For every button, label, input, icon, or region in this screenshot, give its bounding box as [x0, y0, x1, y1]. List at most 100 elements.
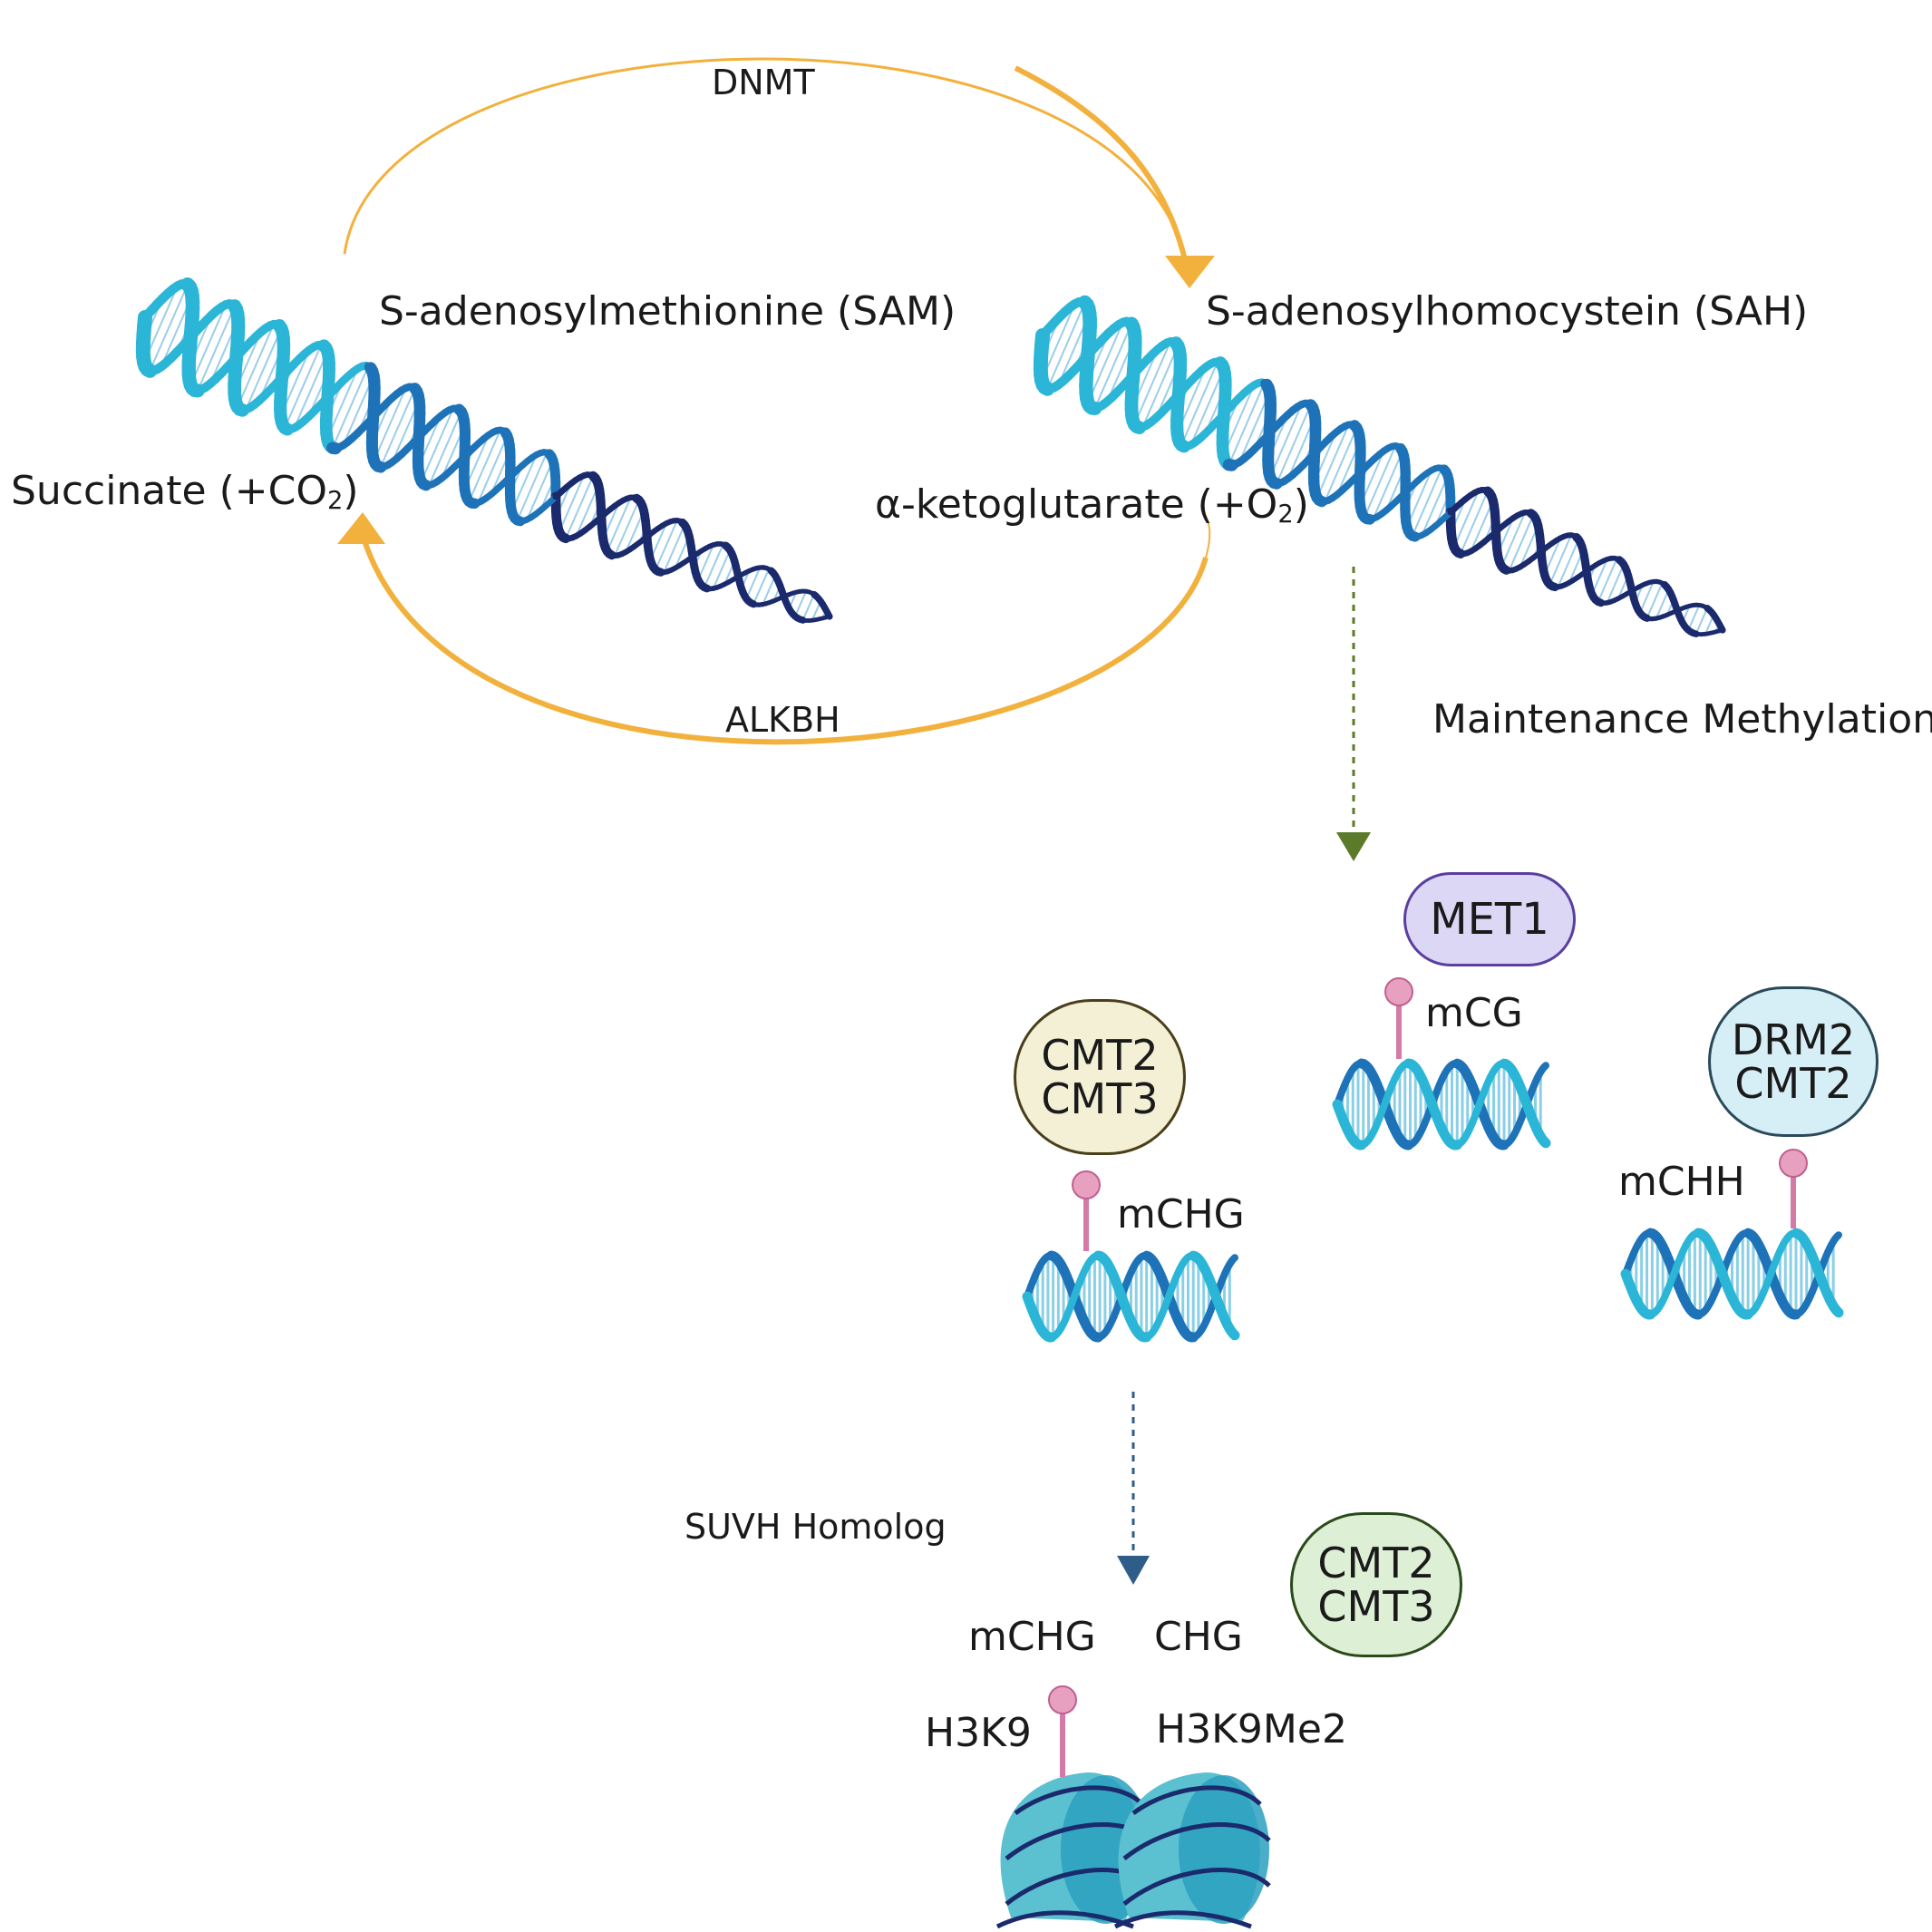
helix-rung	[1141, 345, 1180, 428]
alkbh-cycle-arrow	[360, 534, 1209, 745]
helix-rung	[237, 324, 275, 408]
helix-rung	[293, 351, 329, 429]
helix-rung	[1452, 490, 1480, 548]
label-succinate: Succinate (+CO2)	[11, 468, 359, 514]
helix-rung	[801, 594, 815, 621]
dnmt-cycle-arrow	[343, 57, 1195, 280]
helix-strand-segment	[1540, 1062, 1549, 1072]
helix-rung	[468, 429, 501, 502]
helix-rung	[558, 475, 585, 533]
label-mchh: mCHH	[1618, 1159, 1745, 1205]
dna-helix-left	[135, 277, 833, 624]
alkbh-cycle-arrow-thin	[1200, 507, 1211, 558]
nucleosome-right	[1113, 1772, 1271, 1929]
helix-rung	[1470, 500, 1494, 552]
helix-rung	[1372, 451, 1403, 519]
label-succinate-main: Succinate (+CO	[11, 468, 327, 514]
label-h3k9: H3K9	[925, 1710, 1032, 1756]
enzyme-cmt-bottom-line2: CMT3	[1317, 1582, 1435, 1631]
helix-rung	[510, 454, 538, 512]
dnmt-cycle-arrow-thick	[1014, 65, 1190, 273]
enzyme-cmt-top-line2: CMT3	[1041, 1074, 1159, 1123]
label-succinate-end: )	[343, 468, 359, 514]
label-sam: S-adenosylmethionine (SAM)	[379, 288, 956, 335]
helix-strand-segment	[823, 614, 832, 620]
helix-rung	[762, 575, 777, 606]
helix-rung	[1591, 558, 1608, 596]
helix-rung	[1180, 361, 1218, 446]
enzyme-cmt2-cmt3-bottom: CMT2 CMT3	[1290, 1512, 1462, 1657]
helix-rung	[1316, 424, 1350, 499]
helix-rung	[1189, 368, 1225, 446]
helix-strand-segment	[1833, 1231, 1842, 1241]
helix-rung	[420, 408, 454, 482]
enzyme-cmt-bottom-line1: CMT2	[1317, 1538, 1435, 1587]
helix-rung	[189, 304, 228, 386]
helix-rung	[565, 475, 595, 539]
dna-segment-mchg	[1022, 1250, 1240, 1343]
helix-rung	[1687, 605, 1701, 631]
helix-rung	[1421, 475, 1449, 536]
helix-rung	[697, 544, 714, 581]
helix-rung	[1694, 607, 1708, 635]
methyl-pin-h3k9	[1048, 1685, 1077, 1777]
helix-rung	[745, 567, 762, 599]
label-succinate-sub: 2	[326, 486, 344, 515]
helix-rung	[663, 524, 686, 573]
helix-rung	[1646, 582, 1664, 619]
helix-rung	[331, 365, 370, 449]
label-h3k9me2: H3K9Me2	[1156, 1706, 1347, 1752]
label-mcg: mCG	[1425, 990, 1523, 1036]
helix-rung	[1046, 302, 1086, 390]
helix-rung	[373, 387, 407, 461]
helix-rung	[752, 568, 770, 605]
helix-rung	[1549, 534, 1572, 586]
helix-rung	[1133, 341, 1171, 425]
maintenance-arrowhead	[1336, 832, 1371, 861]
label-mchg-bottom: mCHG	[968, 1614, 1096, 1660]
helix-rung	[284, 344, 323, 429]
suvh-arrowhead	[1117, 1556, 1150, 1585]
helix-rung	[1364, 445, 1397, 519]
label-maintenance-methylation: Maintenance Methylation	[1432, 696, 1932, 743]
helix-rung	[1638, 581, 1655, 614]
helix-rung	[1411, 467, 1443, 537]
helix-rung	[477, 435, 509, 503]
helix-rung	[1093, 323, 1133, 409]
helix-rung	[149, 284, 189, 372]
label-aketoglutarate: α-ketoglutarate (+O2)	[875, 485, 1309, 528]
helix-rung	[379, 388, 416, 468]
helix-rung	[1268, 403, 1303, 478]
helix-rung	[703, 544, 724, 588]
helix-strand-segment	[1539, 1136, 1551, 1149]
alkbh-arrowhead	[337, 512, 385, 544]
helix-rung	[428, 411, 462, 486]
label-chg-bottom: CHG	[1154, 1614, 1243, 1660]
helix-rung	[516, 451, 549, 521]
helix-rung	[575, 484, 599, 537]
helix-rung	[794, 590, 808, 617]
enzyme-drm2-cmt2: DRM2 CMT2	[1708, 986, 1879, 1137]
helix-strand-segment	[1228, 1328, 1240, 1341]
helix-rung	[1597, 558, 1618, 603]
dnmt-arrowhead	[1165, 256, 1215, 288]
enzyme-met1: MET1	[1403, 872, 1576, 966]
helix-rung	[1508, 514, 1535, 571]
enzyme-cmt2-cmt3-top: CMT2 CMT3	[1014, 999, 1186, 1155]
label-aketo-end: )	[1293, 481, 1309, 528]
label-aketo-sub: 2	[1277, 500, 1294, 529]
helix-rung	[1460, 490, 1489, 555]
enzyme-drm-line1: DRM2	[1731, 1015, 1856, 1064]
dna-segment-mcg	[1332, 1058, 1551, 1150]
helix-rung	[245, 327, 283, 411]
dna-helix-right	[1033, 295, 1726, 637]
enzyme-drm-line2: CMT2	[1734, 1059, 1852, 1108]
label-alkbh: ALKBH	[725, 700, 840, 740]
label-aketo-main: α-ketoglutarate (+O	[875, 481, 1278, 528]
label-dnmt: DNMT	[712, 63, 815, 102]
label-sah: S-adenosylhomocystein (SAH)	[1206, 288, 1809, 335]
methyl-pin-mchg	[1072, 1170, 1101, 1251]
helix-rung	[1606, 564, 1625, 604]
